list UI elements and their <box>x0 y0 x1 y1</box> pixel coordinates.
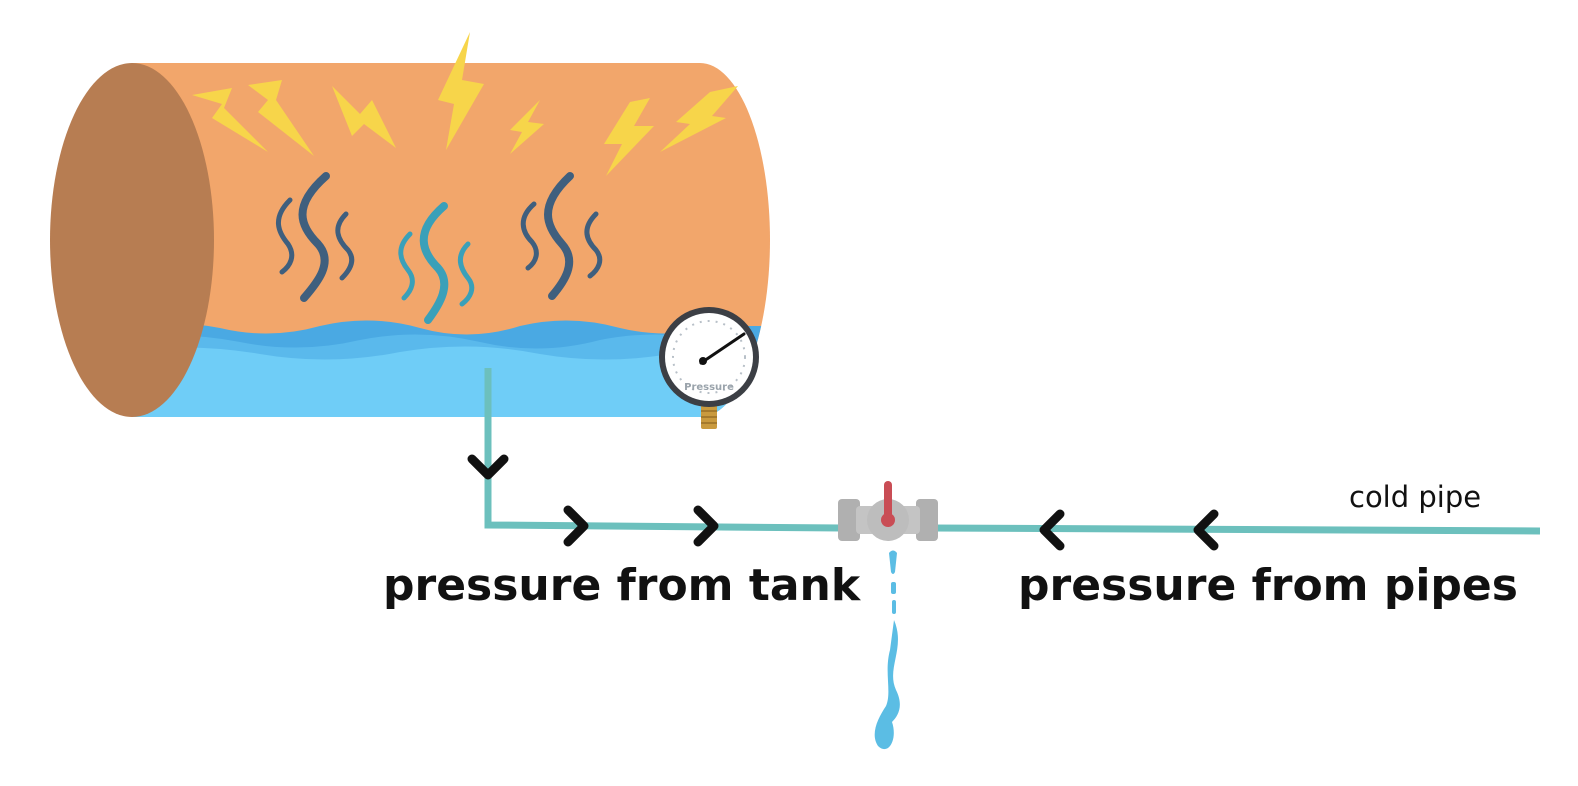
arrow-right-1 <box>563 505 589 547</box>
chevron-arrow-icon <box>467 454 1219 551</box>
gauge-label: Pressure <box>684 382 734 393</box>
water-tank <box>50 63 770 417</box>
valve-icon <box>838 481 938 541</box>
pipe-network <box>484 368 1541 535</box>
cold-pipe <box>931 524 1541 535</box>
arrow-left-1 <box>1039 509 1065 551</box>
lightning-bolt-icon <box>192 32 738 176</box>
water-drip-icon <box>874 550 900 750</box>
steam-icon <box>276 172 603 324</box>
tank-outlet-pipe <box>484 368 843 532</box>
arrow-right-2 <box>693 505 719 547</box>
arrow-left-2 <box>1193 509 1219 551</box>
pressure-gauge-icon: Pressure <box>659 307 759 429</box>
cold-pipe-label: cold pipe <box>1349 480 1481 514</box>
arrow-down <box>467 454 509 480</box>
tank-pressure-label: pressure from tank <box>383 560 862 611</box>
tank-end-cap <box>50 63 214 417</box>
pipe-pressure-label: pressure from pipes <box>1018 560 1518 611</box>
tank-water <box>132 320 770 417</box>
